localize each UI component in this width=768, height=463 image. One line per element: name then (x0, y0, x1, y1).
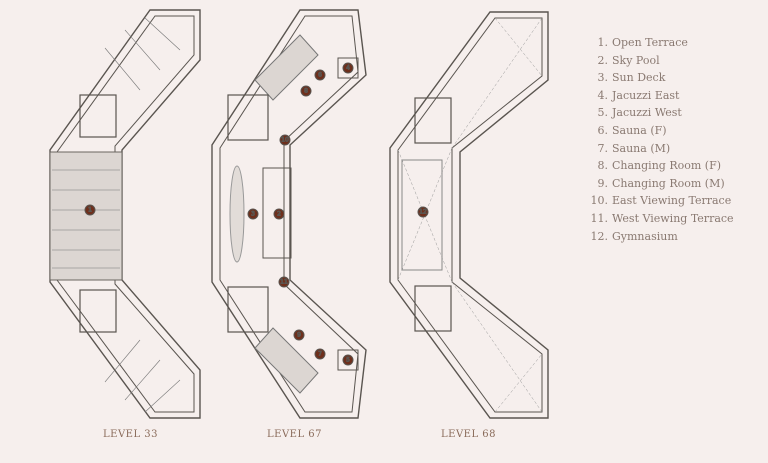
svg-text:6: 6 (318, 72, 322, 79)
svg-text:1: 1 (88, 207, 92, 214)
svg-text:11: 11 (280, 279, 288, 286)
floor-plan-level-33 (49, 9, 201, 419)
svg-text:10: 10 (281, 137, 289, 144)
marker-11: 11 (278, 276, 290, 288)
legend-item: 10.East Viewing Terrace (590, 194, 732, 208)
level-67-label: LEVEL 67 (267, 429, 323, 440)
marker-7: 7 (314, 348, 326, 360)
legend-item: 3.Sun Deck (597, 71, 666, 85)
floor-plan-level-68 (389, 11, 549, 419)
legend-item: 8.Changing Room (F) (597, 159, 722, 173)
svg-text:5: 5 (346, 357, 350, 364)
legend-item: 12.Gymnasium (590, 229, 678, 243)
marker-10: 10 (279, 134, 291, 146)
marker-6: 6 (314, 69, 326, 81)
legend-item: 6.Sauna (F) (597, 123, 667, 137)
marker-3: 3 (247, 208, 259, 220)
svg-text:9: 9 (297, 332, 301, 339)
legend-item: 1.Open Terrace (597, 36, 688, 49)
svg-text:7: 7 (318, 351, 322, 358)
marker-5: 5 (342, 354, 354, 366)
marker-1: 1 (84, 204, 96, 216)
level-68-label: LEVEL 68 (441, 429, 497, 440)
legend-item: 4.Jacuzzi East (597, 88, 680, 102)
svg-text:8: 8 (304, 88, 308, 95)
marker-12: 12 (417, 206, 429, 218)
marker-2: 2 (273, 208, 285, 220)
legend: 1.Open Terrace 2.Sky Pool 3.Sun Deck 4.J… (586, 34, 734, 245)
svg-text:3: 3 (251, 211, 255, 218)
svg-text:2: 2 (277, 211, 281, 218)
svg-text:4: 4 (346, 65, 350, 72)
legend-item: 11.West Viewing Terrace (590, 211, 734, 225)
marker-8: 8 (300, 85, 312, 97)
legend-item: 2.Sky Pool (597, 53, 660, 67)
legend-item: 7.Sauna (M) (597, 141, 671, 155)
legend-item: 5.Jacuzzi West (597, 106, 682, 120)
marker-9: 9 (293, 329, 305, 341)
legend-item: 9.Changing Room (M) (597, 176, 725, 190)
floor-plan-level-67 (211, 9, 367, 419)
marker-4: 4 (342, 62, 354, 74)
level-33-label: LEVEL 33 (103, 429, 159, 440)
svg-text:12: 12 (419, 209, 427, 216)
